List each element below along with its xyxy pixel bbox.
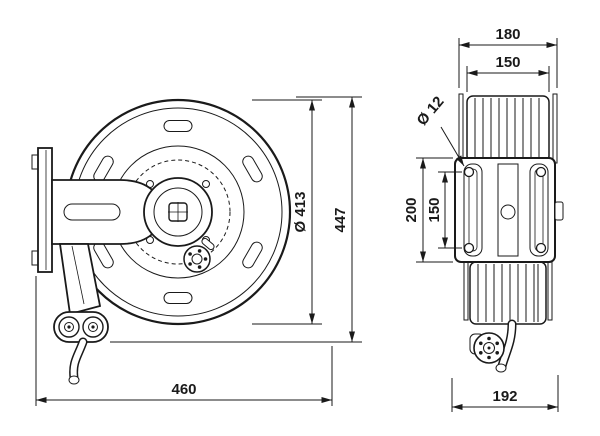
dim-hole-spacing-label: 150 — [426, 197, 443, 222]
dimension-width-460: 460 — [35, 276, 333, 406]
dim-total-height-label: 447 — [332, 207, 349, 232]
mounting-plate — [454, 157, 564, 263]
dimension-drum-150: 150 — [466, 54, 550, 92]
callout-hole-12: Ø 12 — [414, 93, 465, 167]
dimension-diameter-413: Ø 413 — [252, 99, 322, 325]
roller-guide — [53, 311, 109, 343]
dim-base-depth-label: 192 — [492, 388, 517, 405]
dimension-holes-150: 150 — [426, 171, 462, 249]
outlet-assembly — [469, 319, 517, 373]
dimension-depth-180: 180 — [458, 26, 558, 88]
hub — [143, 177, 213, 247]
dim-bracket-height-label: 200 — [403, 197, 420, 222]
dim-diameter-label: Ø 413 — [292, 192, 309, 233]
front-view: Ø 413 447 460 — [31, 96, 362, 406]
wall-bracket — [31, 147, 53, 273]
lower-hose-coil — [463, 261, 553, 325]
top-hose-coil — [458, 93, 558, 164]
dimension-plate-200: 200 — [403, 157, 453, 263]
dim-overall-depth-label: 180 — [495, 26, 520, 43]
dim-hole-diameter-label: Ø 12 — [414, 93, 448, 129]
mounting-holes — [463, 166, 547, 254]
side-view: 180 150 Ø 12 200 150 — [403, 26, 564, 412]
hose-tail — [68, 337, 88, 385]
dim-total-width-label: 460 — [171, 381, 196, 398]
support-arm — [51, 179, 163, 316]
ratchet-latch — [183, 237, 215, 273]
dimension-base-192: 192 — [451, 375, 559, 412]
dimension-height-447: 447 — [110, 96, 362, 343]
dim-drum-depth-label: 150 — [495, 54, 520, 71]
